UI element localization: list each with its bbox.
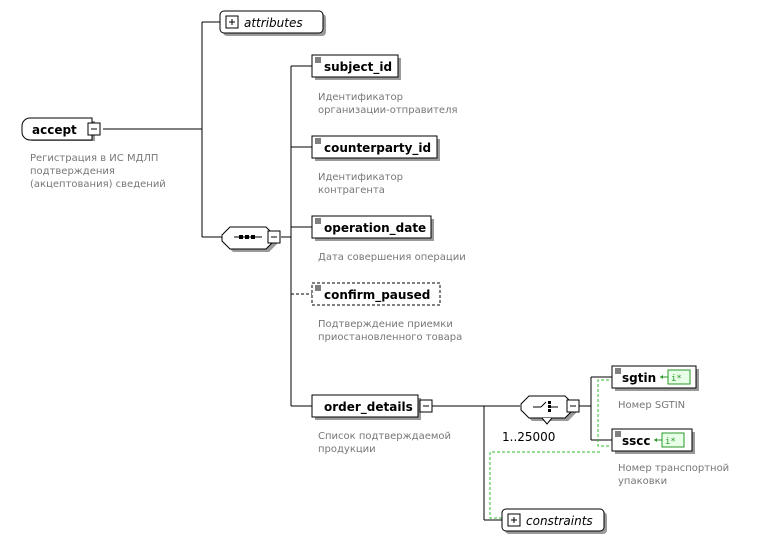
sscc-annotation-1: Номер транспортной bbox=[618, 463, 729, 474]
element-label: counterparty_id bbox=[324, 141, 431, 156]
element-label: sscc bbox=[622, 434, 651, 448]
root-element-label: accept bbox=[32, 123, 77, 137]
order-details-annotation-1: Список подтверждаемой bbox=[318, 431, 451, 442]
order-details-annotation-2: продукции bbox=[318, 444, 376, 455]
root-element-accept[interactable]: accept bbox=[21, 117, 101, 141]
subject-id-annotation-2: организации-отправителя bbox=[318, 105, 457, 116]
sgtin-annotation-1: Номер SGTIN bbox=[618, 400, 685, 411]
choice-occurrence: 1..25000 bbox=[502, 430, 555, 444]
element-counterparty-id[interactable]: counterparty_id bbox=[311, 135, 440, 161]
sscc-annotation-2: упаковки bbox=[618, 476, 667, 487]
operation-date-annotation-1: Дата совершения операции bbox=[318, 252, 466, 263]
element-order-details[interactable]: order_details bbox=[311, 394, 433, 420]
element-label: sgtin bbox=[622, 371, 656, 385]
root-annotation-line-3: (акцептования) сведений bbox=[30, 179, 166, 190]
confirm-paused-annotation-2: приостановленного товара bbox=[318, 332, 462, 343]
svg-text:i*: i* bbox=[671, 374, 682, 384]
confirm-paused-annotation-1: Подтверждение приемки bbox=[318, 319, 453, 330]
key-link-lines bbox=[489, 379, 609, 519]
element-confirm-paused[interactable]: confirm_paused bbox=[311, 282, 441, 306]
element-subject-id[interactable]: subject_id bbox=[311, 54, 401, 80]
element-operation-date[interactable]: operation_date bbox=[311, 215, 434, 241]
element-label: confirm_paused bbox=[324, 288, 430, 303]
subject-id-annotation-1: Идентификатор bbox=[318, 92, 403, 103]
counterparty-id-annotation-2: контрагента bbox=[318, 185, 385, 196]
root-annotation-line-1: Регистрация в ИС МДЛП bbox=[30, 153, 158, 164]
key-icon: i* bbox=[654, 432, 685, 448]
counterparty-id-annotation-1: Идентификатор bbox=[318, 172, 403, 183]
attributes-group[interactable]: attributes bbox=[219, 10, 326, 36]
attributes-label: attributes bbox=[244, 16, 303, 30]
constraints-group[interactable]: constraints bbox=[501, 508, 607, 534]
connectors bbox=[103, 21, 612, 521]
element-sscc[interactable]: sscc i* bbox=[611, 428, 695, 454]
root-annotation-line-2: подтверждения bbox=[30, 166, 115, 177]
sequence-compositor[interactable] bbox=[221, 226, 281, 252]
choice-compositor[interactable] bbox=[520, 395, 580, 425]
svg-text:i*: i* bbox=[665, 437, 676, 447]
constraints-label: constraints bbox=[526, 514, 593, 528]
element-label: subject_id bbox=[324, 60, 392, 75]
key-icon: i* bbox=[660, 369, 691, 385]
element-sgtin[interactable]: sgtin i* bbox=[611, 365, 699, 391]
element-label: order_details bbox=[324, 400, 413, 415]
element-label: operation_date bbox=[324, 221, 426, 236]
